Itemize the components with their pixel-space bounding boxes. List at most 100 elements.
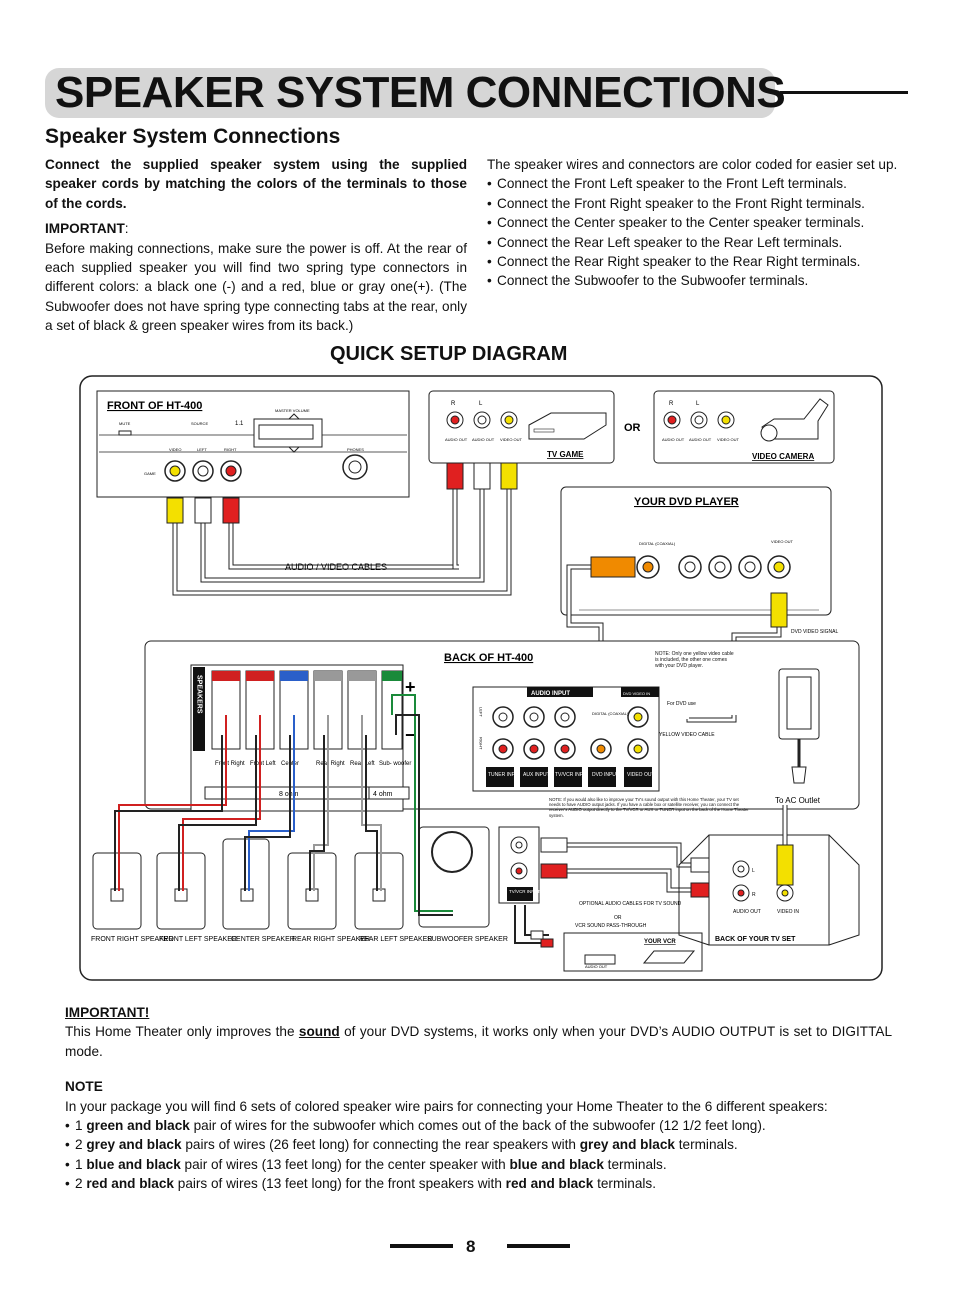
right-column: The speaker wires and connectors are col… xyxy=(487,155,909,291)
tv-game-l: L xyxy=(479,401,483,407)
list-item: Connect the Subwoofer to the Subwoofer t… xyxy=(487,271,909,291)
input-label: TUNER INPUT xyxy=(488,772,522,778)
mute-label: MUTE xyxy=(119,421,131,426)
setup-diagram: FRONT OF HT-400 MASTER VOLUME MUTE SOURC… xyxy=(79,375,883,981)
front-panel-title: FRONT OF HT-400 xyxy=(107,400,202,412)
digital-input-label: DIGITAL (COAXIAL) xyxy=(592,711,629,716)
section-title: Speaker System Connections xyxy=(45,125,341,148)
sound-word: sound xyxy=(298,1024,340,1040)
right-input-label: RIGHT xyxy=(479,737,484,750)
terminal-label: Sub- woofer xyxy=(379,761,411,767)
tv-game-video-out: VIDEO OUT xyxy=(500,437,523,442)
display-value: 1.1 xyxy=(235,421,244,427)
terminal-label: Front Left xyxy=(250,761,276,767)
speaker-label: FRONT LEFT SPEAKER xyxy=(159,936,237,943)
tv-l-label: L xyxy=(752,868,755,874)
input-label: VIDEO OUT xyxy=(627,772,655,778)
front-av-cables: AUDIO / VIDEO CABLES xyxy=(166,462,518,596)
wire-list: 1 green and black pair of wires for the … xyxy=(65,1116,892,1194)
speaker-label: REAR RIGHT SPEAKER xyxy=(292,936,370,943)
important-body: Before making connections, make sure the… xyxy=(45,240,467,334)
tv-set-back: L R AUDIO OUT VIDEO IN BACK OF YOUR TV S… xyxy=(678,805,860,946)
minus-sign: − xyxy=(405,725,416,745)
tvvcr-input-box: TV/VCR INPUT xyxy=(498,826,541,904)
speaker-terminals xyxy=(211,670,403,750)
speaker-label: SUBWOOFER SPEAKER xyxy=(427,936,508,943)
title-rule xyxy=(780,91,908,94)
tv-set-title: BACK OF YOUR TV SET xyxy=(715,936,796,943)
page-title: SPEAKER SYSTEM CONNECTIONS xyxy=(55,68,786,117)
speaker-wires xyxy=(114,694,453,916)
terminal-label: Front Right xyxy=(215,761,245,767)
tv-game-audio-out: AUDIO OUT xyxy=(472,437,495,442)
yellow-cable-label: YELLOW VIDEO CABLE xyxy=(659,732,715,738)
dvd-video-in-label: DVD VIDEO IN xyxy=(623,691,650,696)
vcr-audio-out-label: AUDIO OUT xyxy=(585,964,608,969)
speakers-label: SPEAKERS xyxy=(196,675,203,714)
or-label-2: OR xyxy=(614,915,622,921)
important-text: This Home Theater only improves the soun… xyxy=(65,1024,893,1059)
important-colon: : xyxy=(124,221,129,237)
master-volume-label: MASTER VOLUME xyxy=(275,408,310,413)
av-cables-label: AUDIO / VIDEO CABLES xyxy=(285,562,387,572)
right-label: RIGHT xyxy=(224,447,237,452)
camera-audio-out: AUDIO OUT xyxy=(689,437,712,442)
note-yellow: NOTE: Only one yellow video cable is inc… xyxy=(655,651,734,669)
note-title: NOTE xyxy=(65,1079,103,1095)
page-number: 8 xyxy=(466,1237,476,1256)
dvd-player: YOUR DVD PLAYER DIGITAL (COAXIAL) VIDEO … xyxy=(560,486,832,616)
diagram-title: QUICK SETUP DIAGRAM xyxy=(330,343,568,365)
terminal-label: Rear Right xyxy=(316,761,345,767)
input-label: DVD INPUT xyxy=(592,772,619,778)
important-title: IMPORTANT! xyxy=(65,1005,150,1020)
list-item: Connect the Front Left speaker to the Fr… xyxy=(487,174,909,194)
vcr-title: YOUR VCR xyxy=(644,939,676,945)
speakers: FRONT RIGHT SPEAKER FRONT LEFT SPEAKER C… xyxy=(91,826,508,943)
camera-r: R xyxy=(669,401,674,407)
tv-audio-out-label: AUDIO OUT xyxy=(733,909,761,915)
dvd-video-out-label: VIDEO OUT xyxy=(771,539,794,544)
audio-input-label: AUDIO INPUT xyxy=(531,691,570,697)
tv-game-label: TV GAME xyxy=(547,450,584,459)
important-label: IMPORTANT xyxy=(45,221,125,237)
connect-list: Connect the Front Left speaker to the Fr… xyxy=(487,174,909,291)
optional-cables: OPTIONAL AUDIO CABLES FOR TV SOUND OR VC… xyxy=(514,837,719,948)
tv-r-label: R xyxy=(752,892,756,898)
intro-text: Connect the supplied speaker system usin… xyxy=(45,157,467,211)
vcr-pass-label: VCR SOUND PASS-THROUGH xyxy=(575,923,647,929)
speaker-label: FRONT RIGHT SPEAKER xyxy=(91,936,174,943)
camera-label: VIDEO CAMERA xyxy=(752,452,814,461)
source-label: SOURCE xyxy=(191,421,208,426)
list-item: 2 grey and black pairs of wires (26 feet… xyxy=(65,1135,892,1155)
title-banner xyxy=(45,68,775,118)
to-ac-label: To AC Outlet xyxy=(775,796,821,805)
ohm-8-label: 8 ohm xyxy=(279,791,299,798)
dvd-video-signal-label: DVD VIDEO SIGNAL xyxy=(791,629,838,635)
or-label: OR xyxy=(624,422,641,434)
left-column: Connect the supplied speaker system usin… xyxy=(45,155,467,336)
back-panel-title: BACK OF HT-400 xyxy=(444,652,533,664)
tvvcr-input-label: TV/VCR INPUT xyxy=(509,889,541,894)
list-item: Connect the Front Right speaker to the F… xyxy=(487,194,909,214)
dvd-player-title: YOUR DVD PLAYER xyxy=(634,496,739,508)
bottom-notes: IMPORTANT! This Home Theater only improv… xyxy=(65,1003,892,1194)
tv-game-box: R L AUDIO OUT AUDIO OUT VIDEO OUT TV GAM… xyxy=(428,390,615,464)
camera-audio-out: AUDIO OUT xyxy=(662,437,685,442)
camera-video-out: VIDEO OUT xyxy=(717,437,740,442)
input-label: AUX INPUT xyxy=(523,772,550,778)
back-panel: BACK OF HT-400 SPEAKERS + − Front Right … xyxy=(144,640,860,818)
ohm-4-label: 4 ohm xyxy=(373,791,393,798)
list-item: 1 blue and black pair of wires (13 feet … xyxy=(65,1155,892,1175)
dvd-digital-label: DIGITAL (COAXIAL) xyxy=(639,541,676,546)
front-panel: FRONT OF HT-400 MASTER VOLUME MUTE SOURC… xyxy=(96,390,410,498)
plus-sign: + xyxy=(405,677,416,697)
note-body: In your package you will find 6 sets of … xyxy=(65,1098,828,1114)
camera-l: L xyxy=(696,401,700,407)
game-label: GAME xyxy=(144,471,156,476)
for-dvd-label: For DVD use xyxy=(667,701,696,707)
list-item: Connect the Rear Left speaker to the Rea… xyxy=(487,233,909,253)
phones-label: PHONES xyxy=(347,447,364,452)
color-code-intro: The speaker wires and connectors are col… xyxy=(487,157,898,172)
tv-video-in-label: VIDEO IN xyxy=(777,909,799,915)
video-camera-box: R L AUDIO OUT AUDIO OUT VIDEO OUT VIDEO … xyxy=(653,390,835,464)
